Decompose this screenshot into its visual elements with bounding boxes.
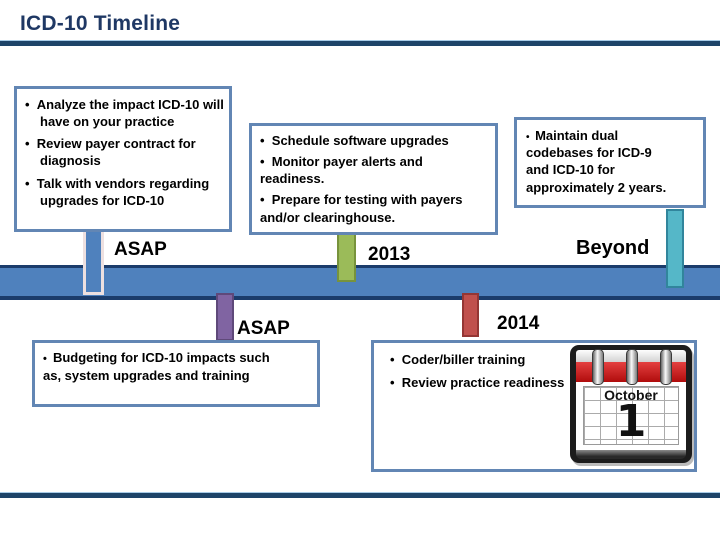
label-asap-top: ASAP — [114, 239, 167, 260]
bullet-item: Review payer contract for diagnosis — [25, 135, 228, 169]
binder-ring-icon — [592, 349, 604, 385]
timeline-bar — [0, 265, 720, 300]
calendar-day-number: 1 — [615, 396, 647, 447]
calendar-page-stack — [576, 450, 686, 459]
beyond-bullet-list: Maintain dual codebases for ICD-9 and IC… — [526, 127, 694, 196]
bullet-item: Maintain dual codebases for ICD-9 and IC… — [526, 127, 668, 196]
calendar-month-label: October — [604, 387, 658, 403]
connector-asap-bottom — [216, 293, 234, 341]
asap-bottom-bullet-list: Budgeting for ICD-10 impacts such as, sy… — [43, 349, 309, 384]
bullet-item: Monitor payer alerts and readiness. — [260, 153, 472, 187]
bullet-item: Analyze the impact ICD-10 will have on y… — [25, 96, 228, 130]
year-2013-box: Schedule software upgrades Monitor payer… — [249, 123, 498, 235]
bullet-item: Budgeting for ICD-10 impacts such as, sy… — [43, 349, 281, 384]
label-beyond: Beyond — [576, 237, 650, 259]
page-title: ICD-10 Timeline — [20, 12, 181, 35]
asap-bottom-box: Budgeting for ICD-10 impacts such as, sy… — [32, 340, 320, 407]
binder-ring-icon — [660, 349, 672, 385]
connector-2014 — [462, 293, 479, 337]
bullet-item: Coder/biller training — [382, 351, 574, 368]
label-asap-bottom: ASAP — [237, 318, 290, 339]
year-2013-bullet-list: Schedule software upgrades Monitor payer… — [260, 132, 487, 226]
bullet-item: Schedule software upgrades — [260, 132, 472, 149]
beyond-box: Maintain dual codebases for ICD-9 and IC… — [514, 117, 706, 208]
bullet-item: Talk with vendors regarding upgrades for… — [25, 175, 228, 209]
calendar-grid — [583, 386, 679, 445]
bullet-item: Prepare for testing with payers and/or c… — [260, 191, 472, 225]
calendar-page: October 1 — [576, 382, 686, 450]
label-2014: 2014 — [497, 313, 540, 334]
asap-top-bullet-list: Analyze the impact ICD-10 will have on y… — [25, 96, 224, 209]
label-2013: 2013 — [368, 244, 411, 265]
connector-beyond — [666, 209, 684, 288]
bullet-item: Review practice readiness — [382, 374, 574, 391]
calendar-icon: October 1 — [570, 345, 692, 463]
year-2014-bullet-list: Coder/biller training Review practice re… — [382, 351, 686, 391]
connector-asap-top — [83, 228, 104, 295]
title-divider — [0, 40, 720, 46]
connector-2013 — [337, 233, 356, 282]
asap-top-box: Analyze the impact ICD-10 will have on y… — [14, 86, 232, 232]
bottom-divider — [0, 492, 720, 498]
binder-ring-icon — [626, 349, 638, 385]
